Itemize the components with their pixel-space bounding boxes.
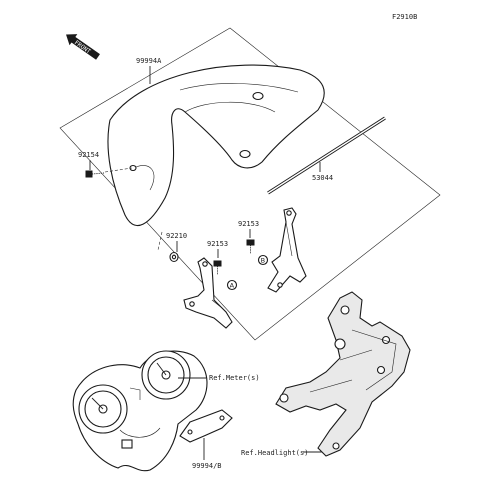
svg-text:A: A bbox=[230, 282, 235, 290]
dash-spacer bbox=[157, 231, 163, 251]
meter-cluster bbox=[72, 350, 208, 472]
front-label: FRONT bbox=[73, 39, 92, 55]
marker-b-left: B bbox=[257, 254, 269, 266]
callout-ref-meter: Ref.Meter(s) bbox=[209, 374, 260, 382]
windshield bbox=[107, 64, 325, 227]
leader-dash-bolt bbox=[104, 167, 133, 173]
bolt-right-icon bbox=[246, 239, 255, 254]
bolt-center-icon bbox=[213, 260, 222, 275]
figure-code: F2910B bbox=[392, 13, 417, 21]
bracket-right bbox=[267, 207, 307, 293]
front-arrow-icon: FRONT bbox=[66, 34, 100, 60]
bracket-left bbox=[183, 257, 233, 329]
headlight-stay bbox=[275, 291, 411, 457]
kit-boundary bbox=[59, 27, 441, 341]
callout-ref-headlight: Ref.Headlight(s) bbox=[241, 449, 308, 457]
callout-bolt-center: 92153 bbox=[207, 240, 228, 248]
callout-bolt-right: 92153 bbox=[238, 220, 259, 228]
rod bbox=[267, 116, 386, 195]
callout-bolt-left: 92154 bbox=[78, 151, 99, 159]
callout-bracket-lower: 99994/B bbox=[192, 462, 222, 470]
callout-spacer: 92210 bbox=[166, 232, 187, 240]
marker-a-left: A bbox=[226, 279, 238, 291]
callout-windshield: 99994A bbox=[136, 57, 162, 65]
bolt-left-icon bbox=[85, 170, 105, 178]
callout-rod: 53044 bbox=[312, 174, 333, 182]
bracket-lower bbox=[179, 409, 233, 443]
svg-text:B: B bbox=[261, 257, 265, 265]
spacer-icon bbox=[169, 251, 179, 263]
